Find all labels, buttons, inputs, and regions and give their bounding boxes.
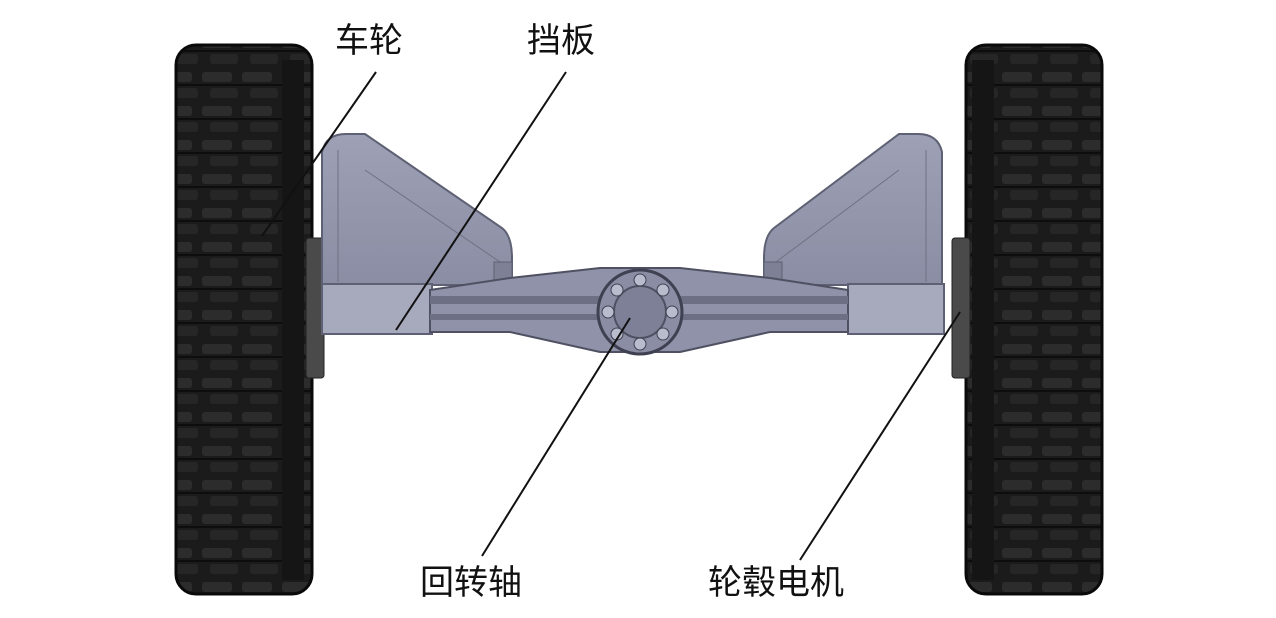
leader-line-hub-motor (799, 311, 961, 561)
leader-line-pivot-shaft (481, 317, 631, 557)
right-baffle (763, 133, 943, 286)
label-hub-motor: 轮毂电机 (708, 563, 844, 603)
right-mounting-block (847, 283, 945, 335)
left-wheel (174, 43, 314, 596)
label-wheel: 车轮 (335, 21, 403, 61)
pivot-shaft-hub (596, 268, 684, 356)
right-hub-motor (951, 237, 971, 379)
right-wheel (964, 43, 1104, 596)
left-mounting-block (321, 283, 433, 335)
leader-line-wheel (261, 71, 377, 237)
label-pivot-shaft: 回转轴 (420, 563, 522, 603)
label-baffle: 挡板 (527, 21, 595, 61)
leader-line-baffle (395, 71, 567, 331)
left-baffle (321, 133, 513, 286)
